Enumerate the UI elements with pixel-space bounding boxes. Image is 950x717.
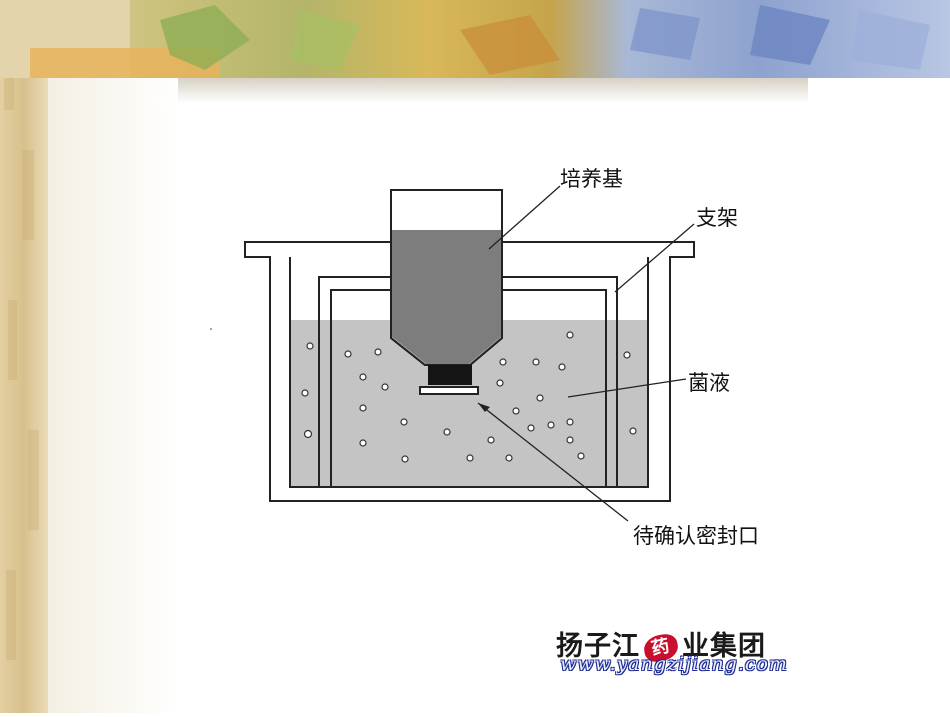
- bottle-cap: [428, 365, 472, 385]
- bubble: [577, 452, 585, 460]
- bubble: [499, 358, 507, 366]
- seal-disc: [419, 386, 479, 395]
- bubble: [566, 436, 574, 444]
- bubble: [505, 454, 513, 462]
- bubble: [527, 424, 535, 432]
- bubble: [532, 358, 540, 366]
- leader-medium: [488, 185, 561, 250]
- bubble: [374, 348, 382, 356]
- bubble: [487, 436, 495, 444]
- arrowhead-seal: [478, 403, 490, 412]
- bubble: [629, 427, 637, 435]
- leader-culture: [567, 378, 687, 398]
- logo-text-right: 业集团: [682, 631, 766, 662]
- bubble: [496, 379, 504, 387]
- bubble: [400, 418, 408, 426]
- logo-text-left: 扬子江: [556, 631, 640, 662]
- leader-seal: [477, 402, 629, 522]
- company-logo: 扬子江药业集团: [556, 624, 766, 664]
- bubble: [466, 454, 474, 462]
- top-right-fade: [808, 78, 950, 118]
- label-medium: 培养基: [560, 167, 623, 191]
- flower-shape: [850, 10, 930, 70]
- bubble: [443, 428, 451, 436]
- left-texture-strip: [0, 0, 48, 713]
- bubble: [623, 351, 631, 359]
- stray-dot: [210, 328, 212, 330]
- leaf-shape: [460, 15, 560, 75]
- left-fade: [48, 78, 178, 713]
- logo-url: www.yangzijiang.com: [560, 653, 788, 675]
- bubbles: [301, 331, 637, 463]
- bubble: [401, 455, 409, 463]
- label-stand: 支架: [696, 206, 738, 230]
- bubble: [512, 407, 520, 415]
- label-culture: 菌液: [688, 371, 730, 395]
- bubble: [359, 404, 367, 412]
- bubble: [344, 350, 352, 358]
- bubble: [547, 421, 555, 429]
- apparatus-diagram: [210, 185, 695, 522]
- bubble: [558, 363, 566, 371]
- bubble: [536, 394, 544, 402]
- container-outer-wall: [244, 241, 695, 502]
- leader-stand: [614, 223, 695, 293]
- label-seal: 待确认密封口: [633, 524, 759, 548]
- leaf-shape: [160, 5, 250, 70]
- bubble: [566, 418, 574, 426]
- bubble: [303, 429, 313, 439]
- bubble: [381, 383, 389, 391]
- bubble: [566, 331, 574, 339]
- bubble: [301, 389, 309, 397]
- flower-shape: [750, 5, 830, 65]
- bubble: [359, 439, 367, 447]
- content-edge: [158, 103, 808, 105]
- medium-fill: [392, 230, 501, 364]
- container-inner-wall: [289, 257, 649, 488]
- bubble: [306, 342, 314, 350]
- leaf-shape: [290, 10, 360, 70]
- flower-shape: [630, 8, 700, 60]
- bubble: [359, 373, 367, 381]
